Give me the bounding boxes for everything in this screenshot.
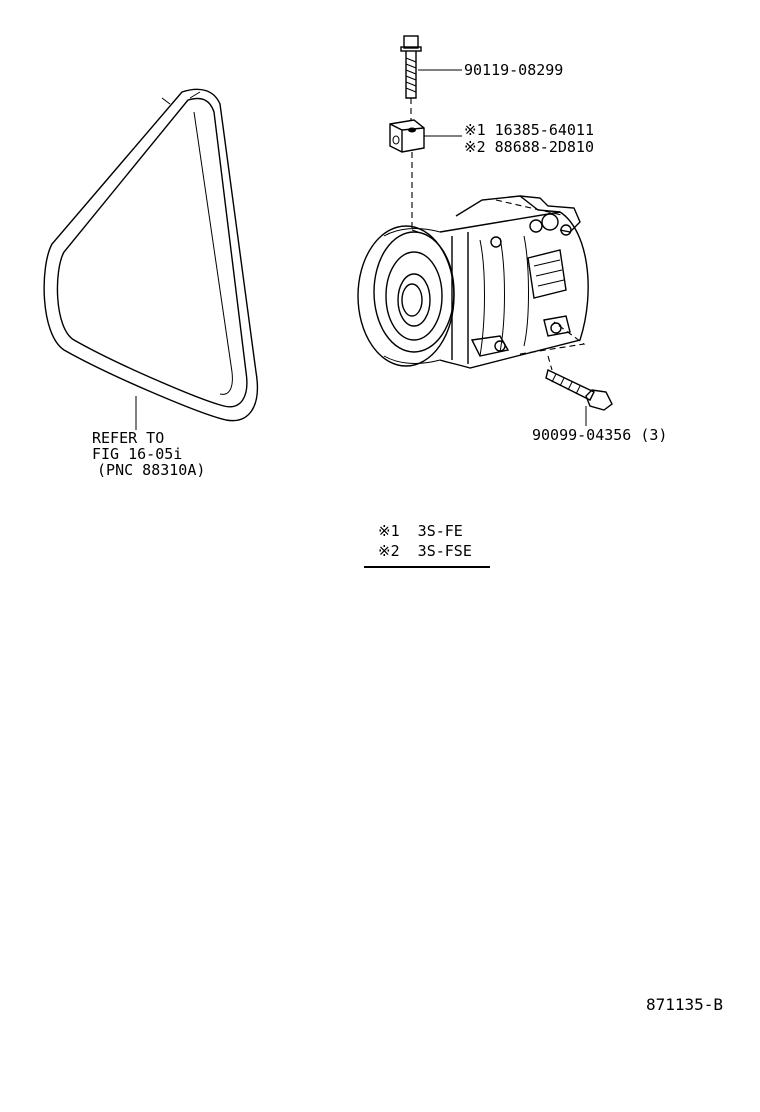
bolt-top-drawing [400, 35, 462, 120]
bolt-bottom-drawing [545, 368, 613, 426]
compressor-drawing [357, 195, 589, 371]
drive-belt [43, 88, 258, 430]
part-number-bolt-bottom: 90099-04356 (3) [532, 426, 668, 444]
legend-item-2: ※2 3S-FSE [378, 542, 472, 560]
part-number-bracket-2: ※2 88688-2D810 [464, 138, 594, 156]
bracket-drawing [389, 119, 462, 230]
belt-note-line3: (PNC 88310A) [88, 461, 206, 479]
legend-item-1: ※1 3S-FE [378, 522, 463, 540]
part-number-bracket-1: ※1 16385-64011 [464, 121, 594, 139]
belt-note-line2: FIG 16-05i [92, 445, 183, 463]
figure-id: 871135-B [646, 995, 724, 1014]
part-number-bolt-top: 90119-08299 [464, 61, 564, 79]
belt-note-line1: REFER TO [92, 429, 165, 447]
